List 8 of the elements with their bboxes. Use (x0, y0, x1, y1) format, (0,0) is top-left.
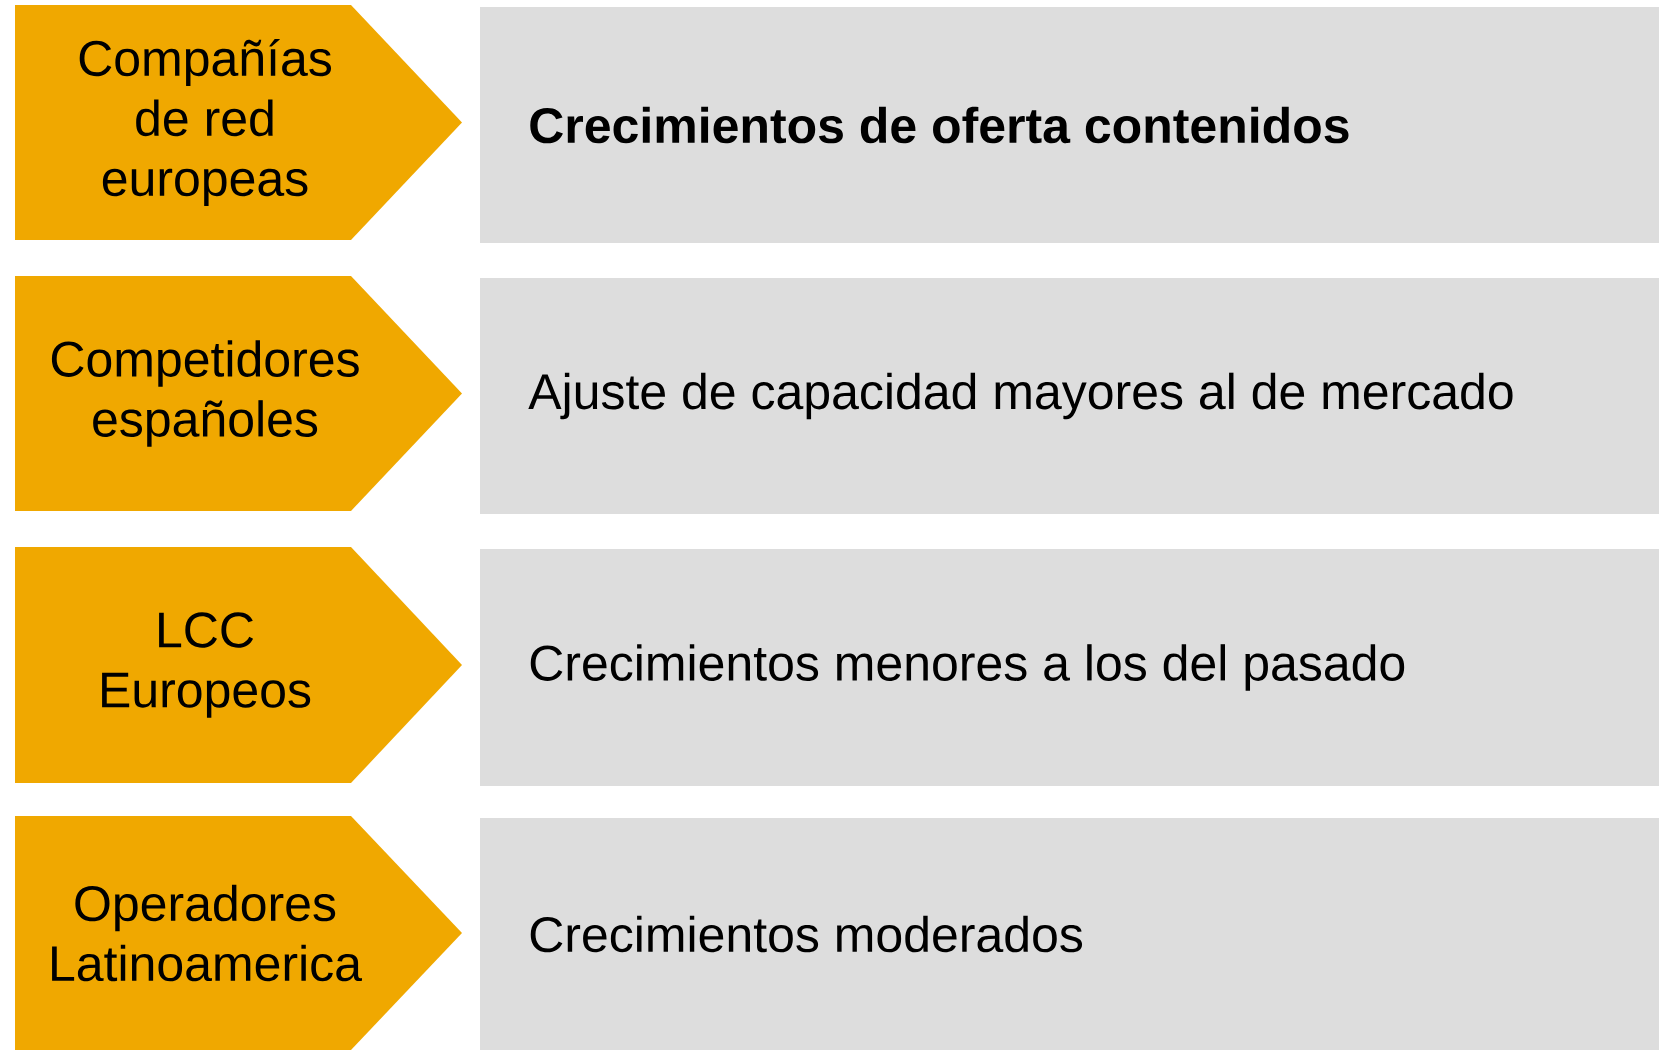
pentagon-tab: Operadores Latinoamerica (15, 816, 462, 1050)
text-box: Crecimientos de oferta contenidos (480, 7, 1659, 243)
pentagon-tab: LCC Europeos (15, 547, 462, 783)
text-box: Crecimientos menores a los del pasado (480, 549, 1659, 786)
text-box: Crecimientos moderados (480, 818, 1659, 1050)
pentagon-tab: Compañías de red europeas (15, 5, 462, 240)
text-box: Ajuste de capacidad mayores al de mercado (480, 278, 1659, 514)
pentagon-tab: Competidores españoles (15, 276, 462, 511)
